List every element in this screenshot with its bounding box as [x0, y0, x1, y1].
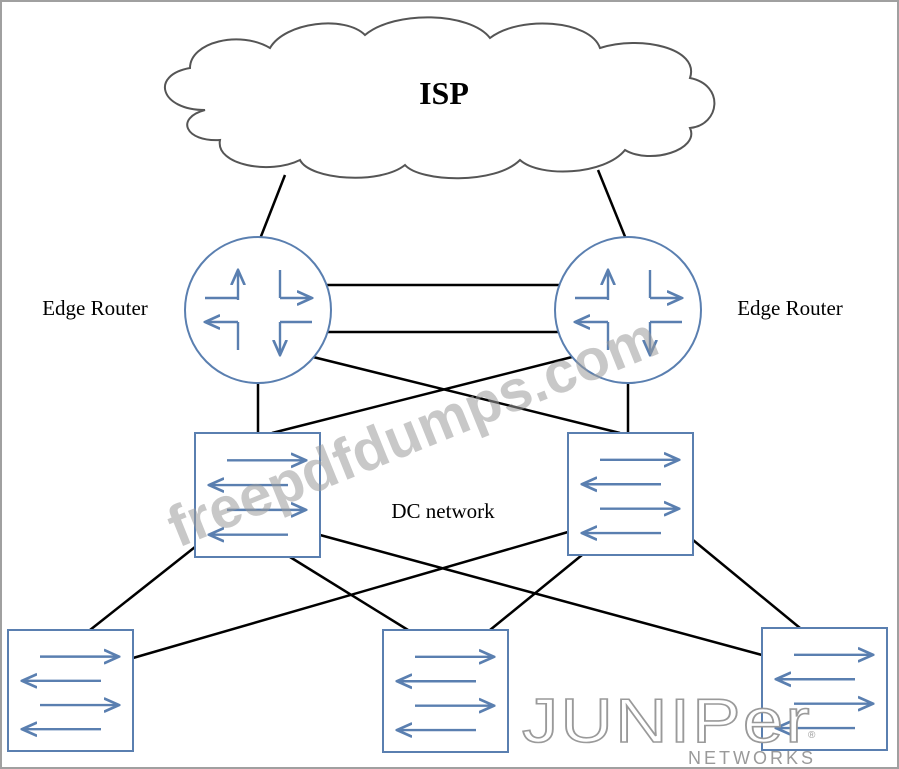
isp-cloud: ISP [163, 16, 716, 180]
link-sl-a1 [89, 546, 196, 631]
edge-router-right-label: Edge Router [737, 296, 843, 320]
dc-switch-right [567, 432, 694, 556]
link-sr-a3 [692, 539, 801, 629]
edge-router-left: Edge Router [42, 236, 332, 384]
link-isp-edge-right [596, 169, 630, 245]
logo-mark: ® [808, 730, 816, 741]
edge-router-left-label: Edge Router [42, 296, 148, 320]
logo-sub: NETWORKS [688, 748, 816, 768]
connections [89, 169, 801, 660]
edge-router-right: Edge Router [554, 236, 843, 384]
router-left-icon [205, 270, 312, 355]
link-sl-a2 [289, 555, 409, 632]
link-sl-a3 [319, 533, 763, 657]
link-isp-edge-left [256, 174, 287, 245]
access-switch-1 [7, 629, 134, 752]
link-sr-a2 [489, 554, 583, 631]
switches [7, 432, 888, 753]
logo-brand: JUNIPer [522, 687, 812, 756]
access-switch-2 [382, 629, 509, 753]
dc-switch-left [194, 432, 321, 558]
link-sr-a1 [132, 530, 569, 660]
link-edge-right-switch-left [271, 353, 581, 435]
isp-label: ISP [419, 75, 469, 111]
juniper-logo: JUNIPer NETWORKS ® [521, 686, 816, 768]
dc-network-label: DC network [391, 499, 495, 523]
router-right-icon [575, 270, 682, 355]
access-switch-3 [761, 627, 888, 751]
link-edge-left-switch-right [304, 353, 621, 435]
